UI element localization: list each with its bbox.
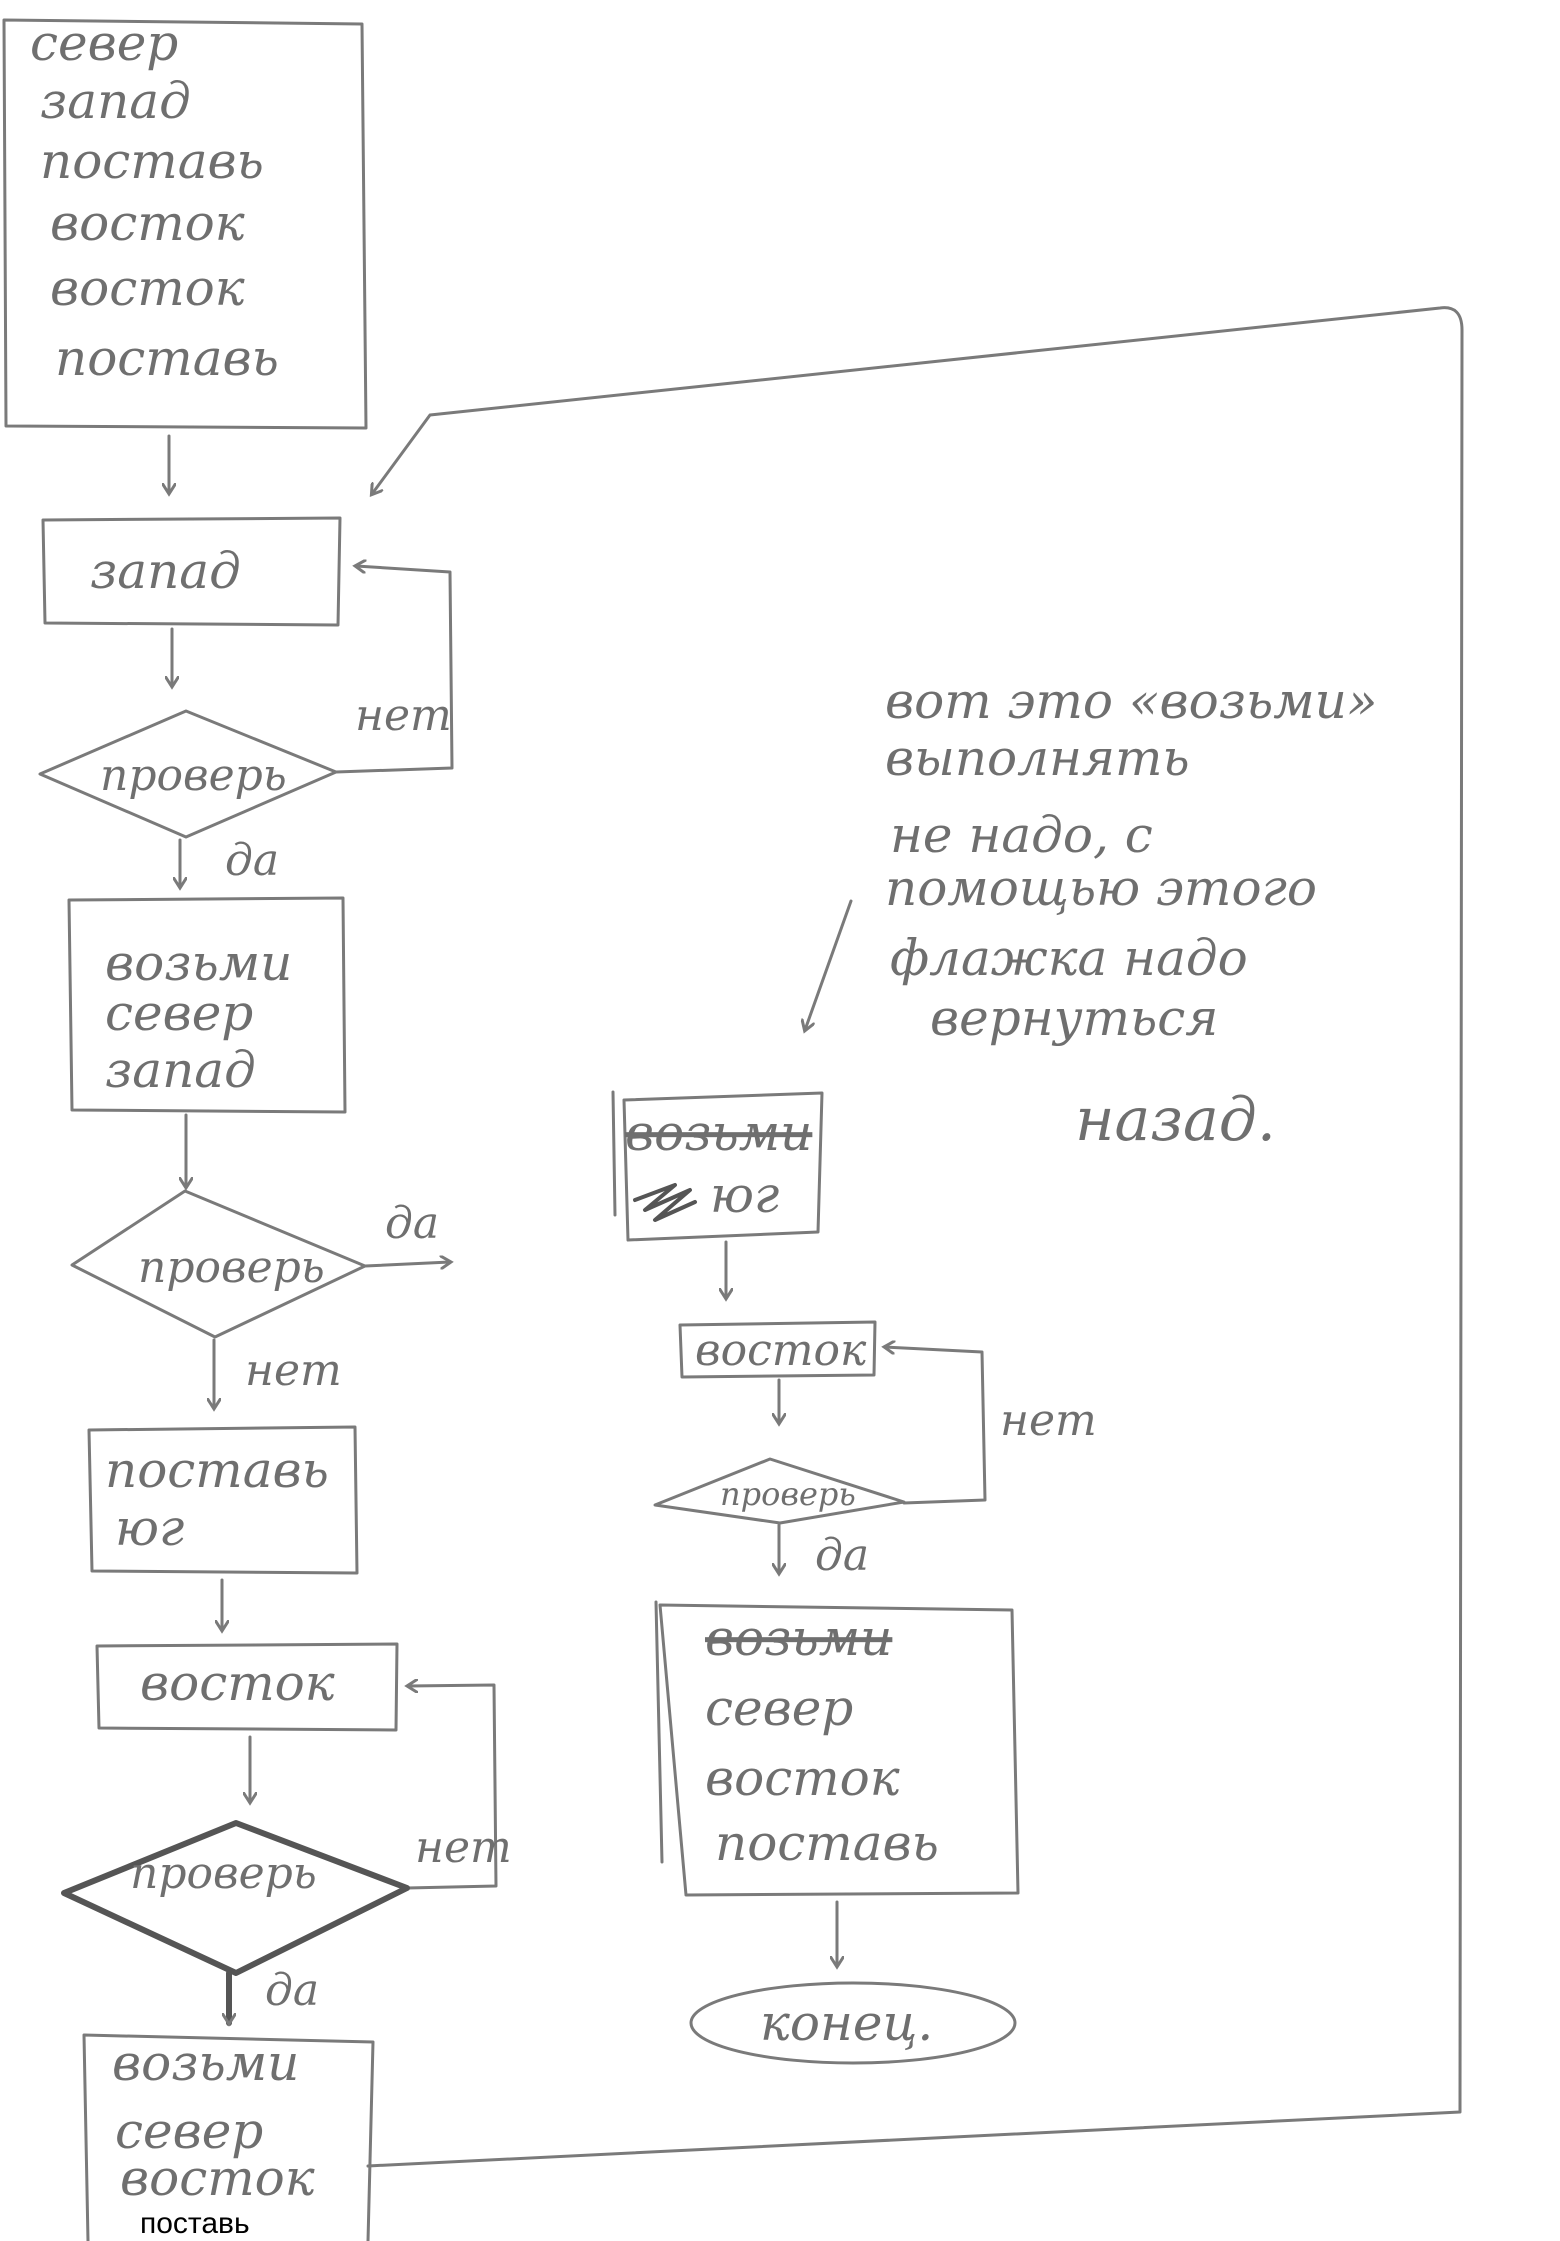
- check-diamond: [38, 709, 338, 839]
- note-line: не надо, с: [890, 806, 1153, 864]
- no-label: нет: [245, 1345, 342, 1396]
- step-text: север: [115, 2102, 263, 2160]
- start-block: [2, 18, 368, 430]
- loop-arrow-no: [334, 566, 454, 774]
- no-label: нет: [355, 690, 452, 741]
- west-block-text: запад: [90, 542, 241, 600]
- east-block-text: восток: [140, 1654, 335, 1712]
- put-block: [87, 1425, 359, 1575]
- start-block-text: север запад поставь восток восток постав…: [30, 14, 279, 387]
- no-label: нет: [1000, 1395, 1097, 1446]
- step-text: север: [705, 1679, 853, 1737]
- west-block: [41, 516, 342, 627]
- crossed-text: возьми: [625, 1104, 812, 1162]
- check-diamond-bold: [61, 1820, 410, 1976]
- note-line: выполнять: [885, 729, 1190, 787]
- annotation-note: вот это «возьми» выполнять не надо, с по…: [885, 672, 1377, 1155]
- step-text: запад: [40, 72, 191, 130]
- east-block: [678, 1320, 877, 1379]
- check-text: проверь: [138, 1242, 325, 1293]
- east-block: [95, 1642, 399, 1732]
- note-line: помощью этого: [885, 859, 1317, 917]
- step-text: восток: [705, 1749, 900, 1807]
- check-diamond: [653, 1457, 906, 1525]
- final-block: [82, 2033, 375, 2241]
- check-text: проверь: [100, 750, 287, 801]
- step-text: север: [105, 984, 253, 1042]
- step-text: север: [30, 14, 178, 72]
- step-text: поставь: [715, 1814, 939, 1872]
- yes-label: да: [225, 835, 279, 886]
- step-text: юг: [115, 1499, 184, 1557]
- note-line: назад.: [1075, 1085, 1276, 1155]
- step-text: возьми: [105, 934, 292, 992]
- scribble: [633, 1183, 697, 1222]
- arrow-yes: [363, 1262, 450, 1266]
- step-text: возьми: [112, 2034, 299, 2092]
- take-block: [67, 896, 347, 1114]
- check-text: проверь: [130, 1848, 317, 1899]
- check-text: проверь: [720, 1475, 856, 1513]
- yes-label: да: [815, 1530, 869, 1581]
- last-block: [654, 1600, 1020, 1897]
- step-text: юг: [710, 1166, 779, 1224]
- yes-label: да: [385, 1198, 439, 1249]
- note-line: вот это «возьми»: [885, 672, 1377, 730]
- step-text: запад: [105, 1041, 256, 1099]
- end-terminator: [689, 1981, 1017, 2065]
- step-text: поставь: [105, 1441, 329, 1499]
- note-line: вернуться: [930, 989, 1218, 1047]
- return-line: [366, 306, 1464, 2168]
- crossed-text: возьми: [705, 1609, 892, 1667]
- annotation-arrow: [805, 899, 853, 1030]
- step-text: поставь: [40, 132, 264, 190]
- note-line: флажка надо: [890, 929, 1248, 987]
- printed-label: поставь: [140, 2207, 250, 2240]
- east-block-text: восток: [695, 1325, 867, 1376]
- crossed-block: [611, 1090, 824, 1242]
- step-text: поставь: [55, 329, 279, 387]
- end-text: конец.: [760, 1994, 933, 2052]
- yes-label: да: [265, 1965, 319, 2016]
- no-label: нет: [415, 1822, 512, 1873]
- step-text: восток: [50, 194, 245, 252]
- loop-arrow-no: [885, 1347, 987, 1505]
- step-text: восток: [120, 2149, 315, 2207]
- step-text: восток: [50, 259, 245, 317]
- loop-arrow-no: [407, 1685, 498, 1890]
